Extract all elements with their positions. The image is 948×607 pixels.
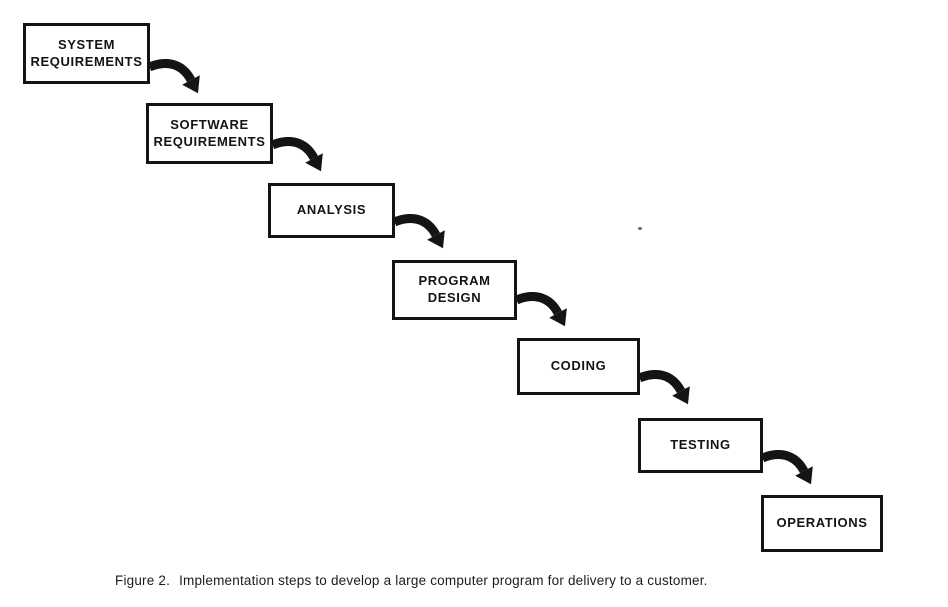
phase-box-analysis: ANALYSIS bbox=[268, 183, 395, 238]
flow-arrow-icon bbox=[393, 214, 445, 249]
phase-box-operations: OPERATIONS bbox=[761, 495, 883, 552]
flow-arrow-icon bbox=[761, 450, 813, 485]
scan-speck-dot bbox=[638, 227, 642, 230]
figure-caption-text: Implementation steps to develop a large … bbox=[179, 573, 708, 588]
phase-box-program-design: PROGRAM DESIGN bbox=[392, 260, 517, 320]
phase-box-system-requirements: SYSTEM REQUIREMENTS bbox=[23, 23, 150, 84]
figure-caption-label: Figure 2. bbox=[115, 573, 171, 588]
phase-box-coding: CODING bbox=[517, 338, 640, 395]
flow-arrow-icon bbox=[148, 59, 200, 94]
flow-arrow-icon bbox=[638, 370, 690, 405]
figure-caption: Figure 2. Implementation steps to develop… bbox=[115, 573, 708, 588]
phase-box-software-requirements: SOFTWARE REQUIREMENTS bbox=[146, 103, 273, 164]
flow-arrow-icon bbox=[271, 137, 323, 172]
flow-arrow-icon bbox=[515, 292, 567, 327]
phase-box-testing: TESTING bbox=[638, 418, 763, 473]
